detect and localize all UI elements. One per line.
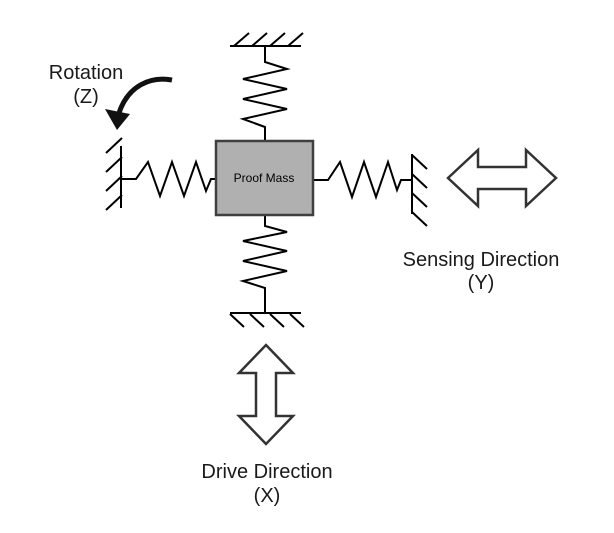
rotation-axis-label: (Z) <box>73 86 99 108</box>
bottom-spring <box>239 215 288 313</box>
rotation-arrow-head <box>105 109 130 130</box>
right-anchor-hatching <box>411 154 428 227</box>
bottom-anchor-hatching <box>229 313 305 328</box>
drive-direction-arrow-icon <box>236 343 296 446</box>
left-anchor-hatching <box>105 137 123 211</box>
proof-mass-label: Proof Mass <box>234 171 295 185</box>
sensing-axis-label: (Y) <box>468 272 495 294</box>
left-spring <box>121 158 216 200</box>
sensing-direction-arrow-icon <box>446 147 558 209</box>
sensing-label-group: Sensing Direction (Y) <box>403 249 560 294</box>
proof-mass: Proof Mass <box>214 139 315 217</box>
rotation-arrow-icon <box>105 76 173 130</box>
drive-label-group: Drive Direction (X) <box>201 461 332 507</box>
drive-direction-label: Drive Direction <box>201 461 332 483</box>
rotation-label-group: Rotation (Z) <box>49 62 124 108</box>
left-anchor <box>105 137 123 211</box>
proof-mass-box <box>214 139 315 217</box>
rotation-arrow-curve <box>116 76 173 114</box>
top-anchor <box>230 32 304 47</box>
rotation-label: Rotation <box>49 62 124 84</box>
sensing-direction-label: Sensing Direction <box>403 249 560 271</box>
bottom-anchor <box>229 312 305 328</box>
top-anchor-hatching <box>233 32 304 47</box>
right-spring <box>313 158 412 201</box>
right-anchor <box>411 154 428 227</box>
top-spring <box>239 46 291 141</box>
drive-axis-label: (X) <box>254 485 281 507</box>
